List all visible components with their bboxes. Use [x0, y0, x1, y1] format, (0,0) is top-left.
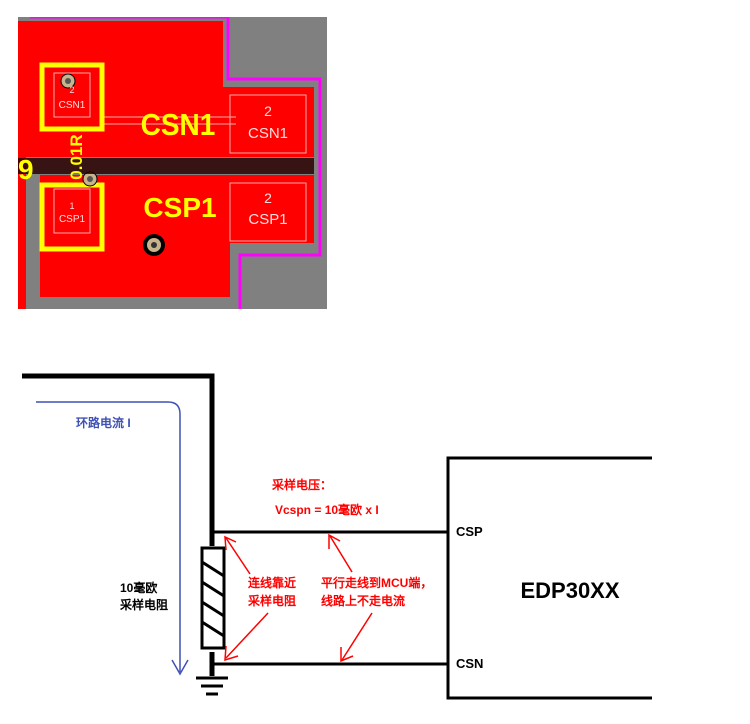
resistor-value-label: 0.01R	[67, 134, 86, 179]
resistor-value-label: 10毫欧	[120, 580, 157, 595]
via-csn-inner	[65, 78, 71, 84]
sample-voltage-formula: Vcspn = 10毫欧 x I	[275, 502, 379, 517]
loop-current-arrowhead	[171, 659, 189, 676]
copper-pour-csp	[40, 175, 314, 297]
copper-pour-csn	[18, 21, 314, 157]
resistor-silk-top	[39, 62, 105, 132]
arrow-to-resistor-top	[224, 535, 251, 575]
connector-csp-number: 2	[264, 190, 272, 206]
net-label-csn: CSN1	[141, 108, 216, 143]
resistor-pad-csn	[53, 72, 91, 118]
ground-symbol	[196, 676, 228, 696]
pad-csp-name: CSP1	[59, 214, 86, 225]
arrow-to-resistor-bottom	[224, 612, 269, 662]
arrow-to-csn-trace	[340, 612, 373, 663]
resistor-desc-label: 采样电阻	[119, 597, 168, 612]
resistor-pad-csp	[53, 188, 91, 234]
via-ground-hole	[151, 242, 157, 248]
pad-csn-number: 2	[69, 85, 74, 95]
power-path-wire	[22, 373, 215, 546]
chip-outline	[446, 456, 652, 700]
pad-csn-name: CSN1	[59, 100, 86, 111]
loop-current-path	[36, 401, 181, 672]
note-parallel-line-1: 平行走线到MCU端，	[321, 575, 432, 590]
edge-digit: 9	[18, 154, 34, 185]
connector-csn-name: CSN1	[248, 125, 288, 142]
keepout-outline	[30, 17, 322, 309]
pcb-layout-view: 2 CSN1 1 CSP1 CSN1 CSP1 2 CSN1 2 CSP1 0.…	[18, 17, 327, 309]
copper-edge-left	[18, 157, 26, 309]
pour-gap	[18, 158, 314, 174]
resistor-silk-bottom	[39, 182, 105, 252]
pin-csp-label: CSP	[456, 524, 483, 539]
via-csp-inner	[87, 176, 93, 182]
note-parallel-line-2: 线路上不走电流	[321, 593, 405, 608]
connector-csp-name: CSP1	[248, 211, 287, 228]
pad-csp-number: 1	[69, 201, 74, 211]
net-label-csp: CSP1	[143, 192, 216, 223]
note-close-line-1: 连线靠近	[248, 575, 296, 590]
pin-csn-label: CSN	[456, 656, 483, 671]
sense-resistor-schematic: EDP30XX CSP CSN 环路电流 I 10毫欧 采样电阻 采样电压： V…	[22, 373, 652, 700]
connector-pad-csp	[229, 182, 307, 242]
connector-pad-csn	[229, 94, 307, 154]
loop-current-label: 环路电流 I	[76, 415, 131, 430]
connector-csn-number: 2	[264, 103, 272, 119]
sample-voltage-title: 采样电压：	[271, 477, 332, 492]
note-close-line-2: 采样电阻	[247, 593, 296, 608]
chip-name: EDP30XX	[520, 578, 619, 603]
arrow-to-csp-trace	[328, 533, 353, 573]
sense-resistor-symbol	[200, 546, 226, 650]
